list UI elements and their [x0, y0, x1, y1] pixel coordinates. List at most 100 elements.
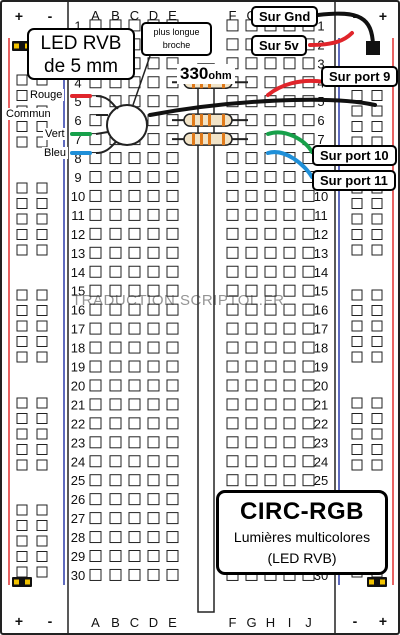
hole — [147, 76, 160, 89]
hole — [283, 360, 296, 373]
longest-pin-pointer — [132, 55, 151, 106]
rail-hole — [371, 336, 383, 347]
hole — [283, 417, 296, 430]
longest-pin-text-2: broche — [162, 40, 191, 50]
pin-label-commun: Commun — [4, 108, 53, 120]
rail-hole — [351, 351, 363, 363]
hole — [245, 246, 258, 259]
rail-hole — [16, 136, 28, 148]
hole — [128, 341, 141, 354]
hole — [245, 303, 258, 316]
hole — [264, 303, 277, 316]
hole — [226, 227, 239, 240]
resistor-value-label: 330ohm — [177, 64, 235, 84]
row-number: 24 — [314, 454, 328, 469]
hole — [283, 436, 296, 449]
rail-hole — [351, 459, 363, 471]
circuit-line-2: (LED RVB) — [267, 550, 337, 566]
hole — [245, 322, 258, 335]
hole — [147, 246, 160, 259]
column-label: D — [149, 8, 158, 23]
hole — [89, 436, 102, 449]
hole — [264, 227, 277, 240]
hole — [226, 436, 239, 449]
hole — [89, 246, 102, 259]
hole — [166, 474, 179, 487]
hole — [226, 303, 239, 316]
hole — [128, 417, 141, 430]
pin-label-bleu: Bleu — [42, 147, 69, 159]
rail-hole — [36, 444, 48, 455]
hole — [109, 189, 122, 202]
hole — [147, 265, 160, 278]
hole — [109, 417, 122, 430]
wire-gnd-end — [366, 41, 380, 55]
hole — [166, 303, 179, 316]
hole — [89, 208, 102, 221]
hole — [147, 550, 160, 562]
resistor-vert-band — [200, 114, 203, 127]
rail-hole — [371, 289, 383, 301]
rail-hole — [16, 336, 28, 347]
hole — [128, 512, 141, 525]
hole — [89, 398, 102, 411]
hole — [89, 322, 102, 335]
hole — [128, 474, 141, 487]
rail-hole — [16, 566, 28, 578]
hole — [147, 208, 160, 221]
hole — [226, 341, 239, 354]
resistor-bleu-band — [222, 133, 225, 146]
rail-hole — [371, 320, 383, 332]
hole — [109, 246, 122, 259]
hole — [302, 379, 315, 392]
rail-hole — [371, 229, 383, 240]
rail-hole — [36, 213, 48, 225]
rail-hole — [16, 320, 28, 332]
rail-hole — [16, 305, 28, 316]
rail-hole — [371, 90, 383, 101]
hole — [128, 531, 141, 544]
rail-hole — [36, 229, 48, 240]
hole — [264, 284, 277, 297]
longest-pin-text-1: plus longue — [153, 27, 200, 37]
hole — [302, 417, 315, 430]
hole — [89, 455, 102, 468]
hole — [302, 455, 315, 468]
row-number: 7 — [74, 132, 81, 147]
column-label: A — [91, 615, 100, 630]
row-number: 1 — [74, 18, 81, 33]
hole — [128, 436, 141, 449]
rail-hole — [16, 121, 28, 132]
rail-sign-label: + — [15, 613, 23, 629]
hole — [302, 227, 315, 240]
row-number: 10 — [71, 189, 85, 204]
column-label: B — [111, 8, 120, 23]
hole — [109, 474, 122, 487]
hole — [109, 398, 122, 411]
rail-jumper-bottom-right-contact — [380, 579, 385, 585]
rail-hole — [36, 566, 48, 578]
hole — [128, 568, 141, 581]
resistor-bleu-band — [208, 133, 211, 146]
rail-hole — [36, 182, 48, 194]
hole — [245, 57, 258, 70]
rail-hole — [36, 320, 48, 332]
rail-hole — [16, 229, 28, 240]
hole — [302, 189, 315, 202]
hole — [109, 512, 122, 525]
row-number: 10 — [314, 189, 328, 204]
hole — [109, 284, 122, 297]
led-title-callout: LED RVB de 5 mm — [27, 28, 135, 80]
wire-port-11 — [266, 150, 314, 179]
column-label: G — [246, 615, 256, 630]
rail-hole — [371, 351, 383, 363]
hole — [245, 189, 258, 202]
hole — [283, 57, 296, 70]
row-number: 16 — [71, 303, 85, 318]
rail-hole — [36, 535, 48, 547]
rail-hole — [36, 351, 48, 363]
rail-hole — [36, 305, 48, 316]
hole — [302, 246, 315, 259]
column-label: H — [266, 615, 275, 630]
